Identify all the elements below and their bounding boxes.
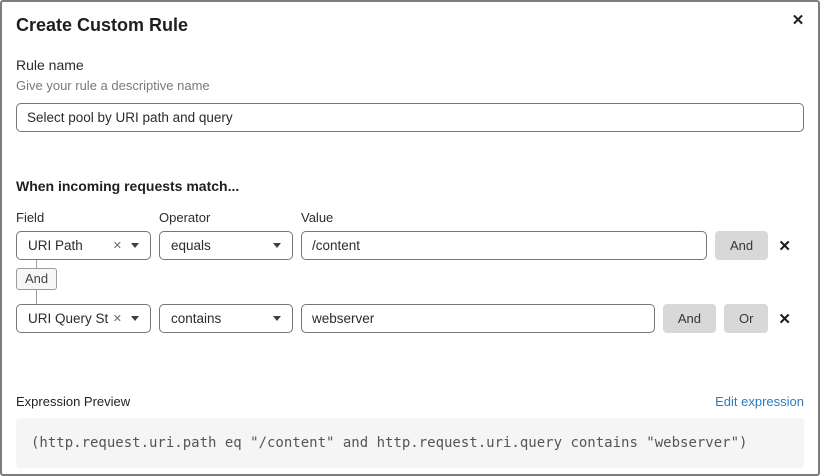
remove-condition-icon[interactable]: ✕: [778, 310, 791, 328]
edit-expression-link[interactable]: Edit expression: [715, 394, 804, 409]
column-headers: Field Operator Value: [16, 209, 804, 226]
field-select[interactable]: URI Query St... ✕: [16, 304, 151, 333]
matcher-section: When incoming requests match... Field Op…: [16, 177, 804, 333]
expression-header: Expression Preview Edit expression: [16, 393, 804, 410]
operator-select[interactable]: contains: [159, 304, 293, 333]
value-input[interactable]: [301, 231, 707, 260]
rule-name-helper: Give your rule a descriptive name: [16, 78, 210, 93]
rule-name-section: Rule name Give your rule a descriptive n…: [16, 56, 804, 132]
connector-line: [36, 290, 37, 304]
rule-name-input[interactable]: [16, 103, 804, 132]
condition-row: URI Path ✕ equals And ✕: [16, 231, 793, 260]
add-and-condition-button[interactable]: And: [662, 304, 716, 333]
condition-connector: And: [16, 260, 58, 304]
value-input[interactable]: [300, 304, 655, 333]
operator-column-header: Operator: [159, 210, 211, 225]
chevron-down-icon: [131, 243, 139, 248]
clear-icon[interactable]: ✕: [112, 240, 122, 252]
operator-select-value: equals: [171, 238, 211, 253]
remove-condition-icon[interactable]: ✕: [778, 237, 791, 255]
add-and-condition-button[interactable]: And: [715, 231, 769, 260]
value-column-header: Value: [301, 210, 334, 225]
dialog-title: Create Custom Rule: [16, 15, 189, 35]
expression-code-block: (http.request.uri.path eq "/content" and…: [16, 418, 804, 468]
matcher-heading: When incoming requests match...: [16, 178, 240, 194]
operator-select[interactable]: equals: [159, 231, 293, 260]
operator-select-value: contains: [171, 311, 222, 326]
connector-line: [36, 260, 37, 268]
expression-preview-section: Expression Preview Edit expression (http…: [16, 393, 804, 468]
rule-name-label: Rule name: [16, 57, 84, 73]
expression-preview-label: Expression Preview: [16, 394, 131, 409]
field-select[interactable]: URI Path ✕: [16, 231, 151, 260]
and-connector-badge[interactable]: And: [16, 268, 58, 290]
clear-icon[interactable]: ✕: [112, 313, 122, 325]
field-select-value: URI Path: [28, 238, 83, 253]
close-icon[interactable]: ✕: [786, 9, 810, 33]
condition-row: URI Query St... ✕ contains And Or ✕: [16, 304, 793, 333]
chevron-down-icon: [131, 316, 139, 321]
field-select-value: URI Query St...: [28, 311, 109, 326]
chevron-down-icon: [273, 243, 281, 248]
field-column-header: Field: [16, 210, 45, 225]
chevron-down-icon: [272, 316, 281, 321]
add-or-condition-button[interactable]: Or: [723, 304, 769, 333]
